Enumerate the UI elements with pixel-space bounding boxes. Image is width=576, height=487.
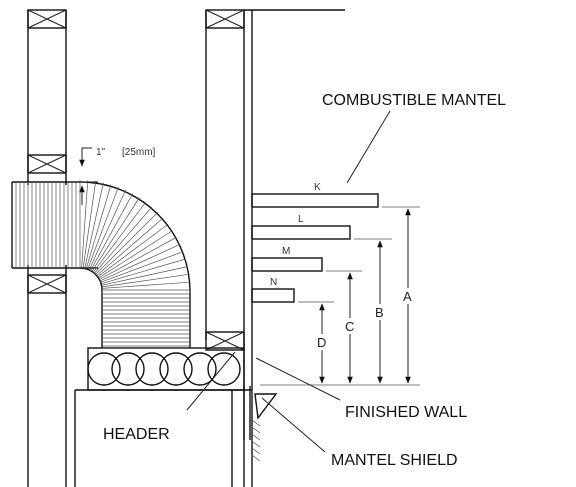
duct-rib: [82, 181, 97, 269]
dimension-d: D: [314, 303, 330, 384]
shelf-k: K: [251, 182, 379, 208]
clearance-metric: [25mm]: [122, 147, 156, 158]
duct-rib: [90, 193, 134, 271]
hatch-line: [251, 447, 261, 455]
firestop-block-left-upper: [27, 154, 67, 174]
header: [87, 347, 245, 411]
duct-rib: [101, 266, 188, 286]
firestop-block-right: [205, 331, 245, 351]
vent-circle: [207, 352, 241, 386]
hatch-line: [251, 440, 261, 448]
mantel-shelves: K L M N: [251, 182, 379, 303]
dimension-label-b: B: [375, 305, 384, 320]
dimension-b: B: [372, 240, 388, 384]
label-header: HEADER: [103, 426, 170, 443]
dimension-c: C: [342, 272, 358, 384]
shelf-m: M: [251, 246, 323, 272]
dimension-label-c: C: [345, 319, 354, 334]
hatch-line: [251, 419, 261, 427]
shelf-label-l: L: [298, 214, 304, 225]
vent-circle: [159, 352, 193, 386]
vent-circle: [135, 352, 169, 386]
label-finished-wall: FINISHED WALL: [345, 404, 467, 421]
duct-rib: [100, 251, 184, 283]
shield-hatching: [251, 419, 261, 462]
shelf-label-n: N: [270, 277, 277, 288]
duct-corrugation: [15, 180, 190, 347]
hatch-line: [251, 454, 261, 462]
duct-rib: [101, 258, 186, 285]
clearance-callout: 1" [25mm]: [70, 147, 156, 205]
dimension-a: A: [400, 208, 416, 384]
duct-rib: [94, 206, 153, 274]
duct-rib: [97, 223, 169, 278]
mantel-shield: [243, 386, 278, 462]
leaders: [255, 110, 391, 453]
duct-rib: [101, 273, 189, 288]
label-combustible-mantel: COMBUSTIBLE MANTEL: [322, 92, 506, 109]
shelf-label-k: K: [314, 182, 321, 193]
duct-rib: [96, 217, 164, 276]
hatch-line: [251, 433, 261, 441]
top-plate-right: [205, 9, 245, 29]
right-stud: [205, 9, 245, 487]
duct-rib: [101, 281, 190, 289]
dimension-label-a: A: [403, 289, 412, 304]
duct-rib: [84, 182, 104, 269]
vent-circle: [111, 352, 145, 386]
shelf-n: N: [251, 277, 295, 303]
duct-rib: [95, 211, 159, 275]
duct-rib: [98, 230, 173, 279]
duct-rib: [99, 236, 177, 280]
shelf-label-m: M: [282, 246, 290, 257]
duct-rib: [91, 197, 140, 272]
duct-rib: [88, 189, 127, 271]
flex-duct: [11, 180, 191, 348]
top-plate-left: [27, 9, 67, 29]
duct-rib: [99, 243, 181, 282]
left-stud: [27, 9, 67, 487]
duct-elbow: [79, 181, 191, 293]
duct-rib: [81, 180, 89, 269]
duct-drop-section: [101, 290, 191, 348]
duct-rib: [85, 184, 112, 269]
extension-lines: [260, 206, 420, 386]
vent-circle: [87, 352, 121, 386]
hatch-line: [251, 426, 261, 434]
dimension-label-d: D: [317, 335, 326, 350]
duct-rib: [92, 201, 147, 273]
clearance-imperial: 1": [96, 147, 106, 158]
vent-circle: [183, 352, 217, 386]
shelf-l: L: [251, 214, 351, 240]
label-mantel-shield: MANTEL SHIELD: [331, 452, 458, 469]
firestop-block-left-lower: [27, 274, 67, 294]
duct-rib: [87, 186, 119, 270]
header-vent-circles: [87, 352, 241, 386]
